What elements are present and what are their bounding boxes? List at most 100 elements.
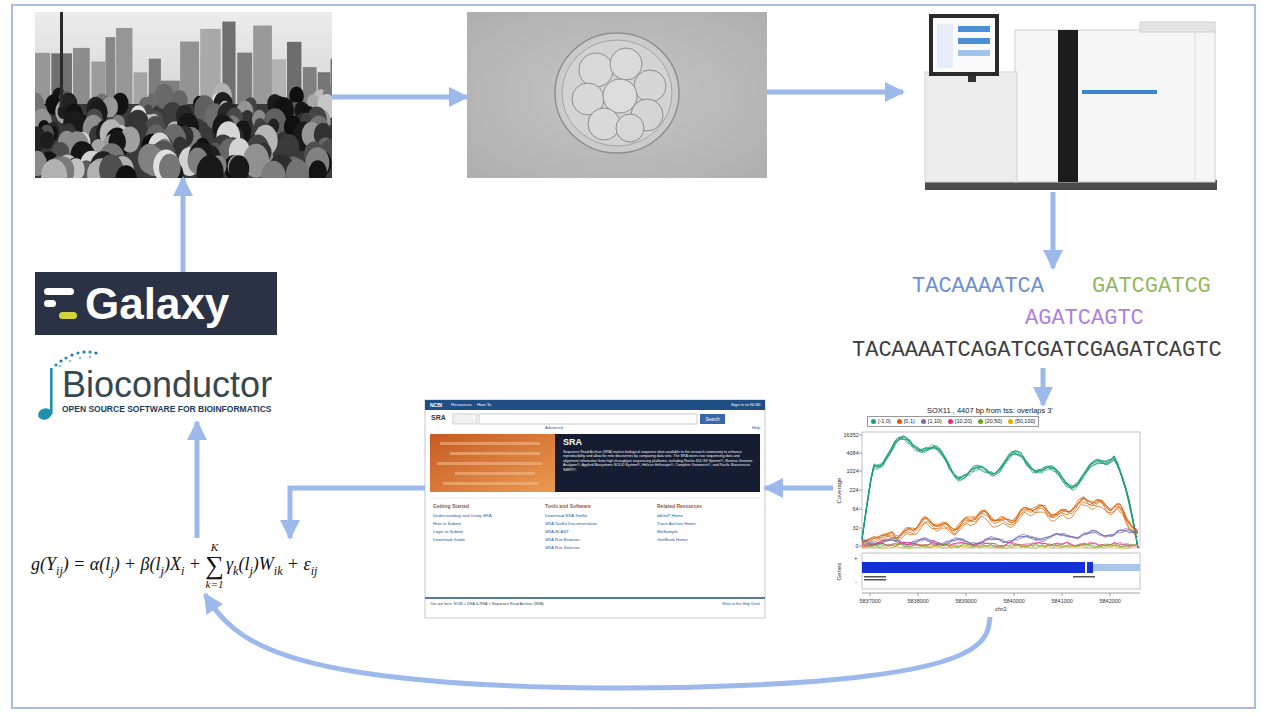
legend-item: [-1,0) [871, 418, 891, 425]
galaxy-logo-art [44, 300, 56, 307]
logo-wordmark: Galaxy [85, 281, 229, 327]
legend-label: [50,100] [1015, 418, 1035, 425]
coverage-lines [859, 528, 862, 529]
sra-webpage-screenshot [455, 472, 535, 475]
coverage-lines [859, 546, 862, 547]
bioconductor-logo-art [82, 350, 85, 353]
legend-swatch [978, 419, 983, 424]
web-link: GenBank Home [657, 537, 688, 542]
coverage-lines [862, 437, 1138, 548]
banner-title: SRA [563, 437, 582, 448]
menu-item: Sign in to NCBI [731, 402, 760, 407]
sra-webpage-screenshot [555, 434, 760, 492]
summation: K∑k=1 [205, 542, 224, 590]
coverage-lines [862, 503, 1138, 548]
coverage-plot-frame [862, 553, 1140, 589]
axis-tick-label: 5841000 [1052, 598, 1073, 605]
bioconductor-logo-art [70, 353, 73, 356]
web-link: Login to Submit [433, 529, 463, 534]
flow-arrow [765, 486, 833, 491]
math-term: g(Y [31, 554, 56, 574]
sra-webpage-screenshot [700, 414, 725, 424]
crowd-photo [35, 12, 332, 178]
math-subscript: i [181, 564, 184, 578]
legend-item: [20,50) [978, 418, 1002, 425]
flow-arrow [195, 422, 200, 538]
web-link: How to Submit [433, 521, 461, 526]
coverage-lines [862, 545, 1138, 548]
coverage-lines [862, 530, 1138, 545]
galaxy-logo: Galaxy [35, 272, 277, 335]
formula-line: g(Yij)=α(lj)+β(lj)Xi+K∑k=1γk(lj)Wik+εij [25, 538, 324, 594]
embryo-micrograph [555, 33, 679, 153]
coverage-plot-frame [864, 576, 886, 578]
sequence-read: GATCGATCG [1092, 274, 1211, 300]
crowd-photo [40, 131, 54, 149]
sequencer-illustration [929, 14, 999, 76]
sra-webpage-screenshot [425, 400, 765, 618]
web-link: Advanced [545, 426, 563, 431]
coverage-lines [862, 542, 1138, 546]
flow-arrow [181, 178, 186, 272]
web-link: SRA-BLAST [545, 529, 569, 534]
sequence-reads: TACAAAATCAGATCGATCGAGATCAGTCTACAAAATCAGA… [848, 268, 1256, 368]
math-term: α(l [90, 554, 110, 574]
legend-item: [1,10) [921, 418, 942, 425]
bioconductor-logo-art [76, 351, 79, 354]
math-subscript: j [110, 564, 113, 578]
galaxy-logo-art [59, 312, 77, 319]
photo-panel [35, 12, 332, 178]
axis-tick-label: 5837000 [860, 598, 881, 605]
site-logo: NCBI [430, 402, 442, 408]
crowd-photo [60, 12, 63, 107]
math-subscript: j [249, 564, 252, 578]
coverage-lines [859, 509, 862, 510]
galaxy-logo-art [35, 272, 277, 335]
coverage-lines [862, 438, 1138, 548]
sequencer-illustration [958, 38, 990, 44]
coverage-plot-frame [862, 562, 1085, 573]
coverage-plot: SOX11 , 4407 bp from tss: overlaps 3'163… [833, 405, 1145, 617]
flow-arrow [332, 95, 467, 100]
sequencer-illustration [1082, 90, 1157, 94]
legend-item: [50,100] [1008, 418, 1035, 425]
axis-tick-label: 0 [856, 543, 859, 550]
embryo-micrograph [603, 79, 637, 113]
model-formula: g(Yij)=α(lj)+β(lj)Xi+K∑k=1γk(lj)Wik+εij [25, 538, 324, 594]
banner-text: Sequence Read Archive (SRA) makes biolog… [563, 450, 755, 472]
sequencer-illustration [958, 26, 990, 32]
math-term: )W [253, 554, 274, 574]
sra-webpage: NCBIResourcesHow ToSign in to NCBISRASea… [425, 400, 765, 618]
math-subscript: k [233, 564, 238, 578]
coverage-lines [862, 439, 1138, 548]
math-term: ) [114, 554, 120, 574]
web-link: SRA Toolkit Documentation [545, 521, 597, 526]
axis-tick-label: 5839000 [956, 598, 977, 605]
coverage-lines [859, 471, 862, 472]
coverage-plot-frame [864, 579, 886, 581]
crowd-photo [197, 155, 224, 178]
sequencer-illustration [1195, 32, 1196, 180]
axis-tick-label: 5838000 [908, 598, 929, 605]
web-link: Trace Archive Home [657, 521, 696, 526]
sra-webpage-screenshot [440, 442, 540, 445]
math-subscript: ij [56, 564, 63, 578]
axis-tick-label: 5842000 [1100, 598, 1121, 605]
axis-tick-label: 224 [850, 487, 859, 494]
embryo-micrograph [467, 12, 767, 178]
sra-webpage-screenshot [437, 462, 542, 465]
embryo-micrograph [634, 70, 666, 102]
flow-arrow [205, 594, 990, 688]
coverage-lines [859, 490, 862, 491]
crowd-photo [26, 12, 347, 195]
bioconductor-logo-art [94, 351, 97, 354]
sequencer-illustration [1140, 22, 1215, 32]
flow-arrow [767, 90, 903, 95]
math-term: ε [304, 554, 311, 574]
coverage-plot-frame [1073, 576, 1095, 578]
sra-webpage-screenshot [430, 498, 760, 499]
web-link: SRA Run Browser [545, 537, 580, 542]
coverage-lines [966, 593, 967, 596]
coverage-lines [859, 435, 1138, 596]
